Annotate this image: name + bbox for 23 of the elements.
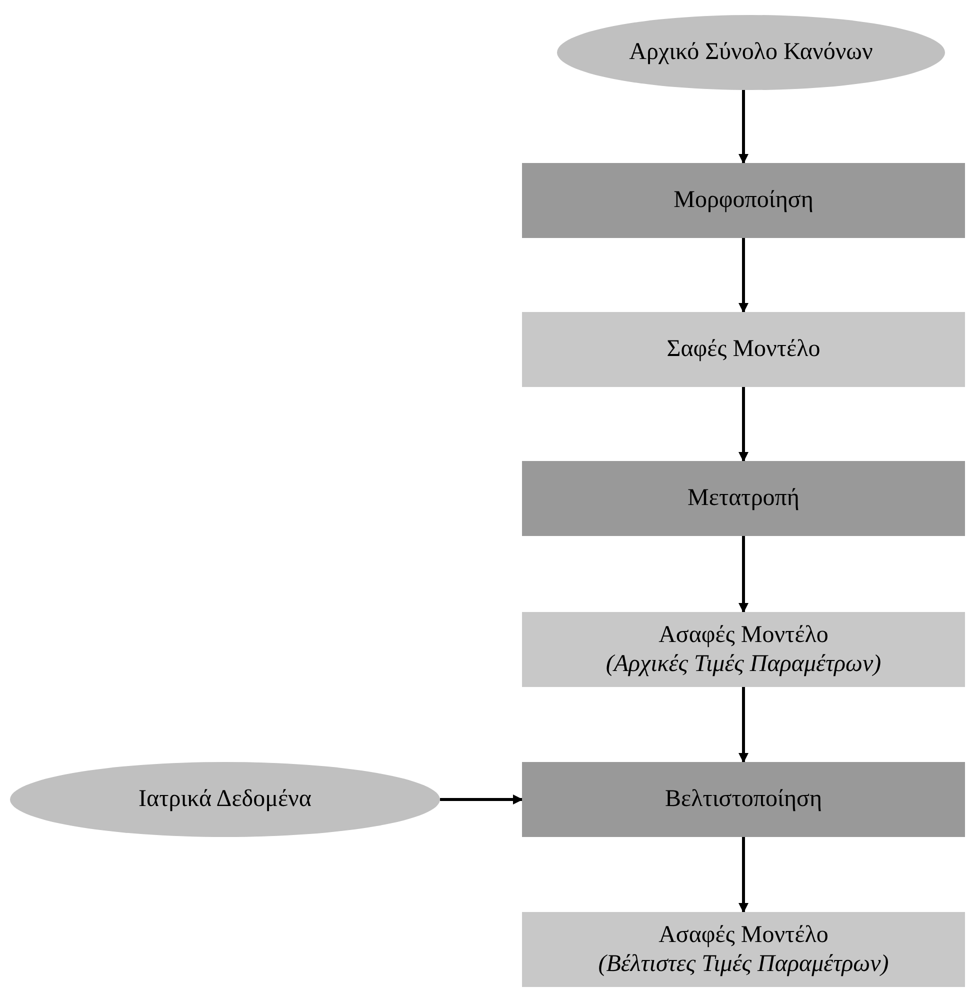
process-box	[522, 163, 965, 238]
arrow	[738, 387, 748, 462]
data-box	[522, 612, 965, 687]
node-label: Σαφές Μοντέλο	[666, 335, 820, 364]
node-label: Ασαφές Μοντέλο	[658, 920, 828, 950]
data-box	[522, 312, 965, 387]
arrow	[440, 794, 523, 804]
node-label: Ιατρικά Δεδομένα	[138, 785, 312, 814]
arrow	[738, 90, 748, 164]
node-label: Αρχικό Σύνολο Κανόνων	[629, 38, 873, 67]
process-box	[522, 762, 965, 837]
arrow	[738, 837, 748, 913]
node-label: Μετατροπή	[688, 484, 800, 513]
node-subtitle: (Βέλτιστες Τιμές Παραμέτρων)	[598, 950, 889, 978]
process-box	[522, 461, 965, 536]
arrow	[738, 536, 748, 613]
node-label: Βελτιστοποίηση	[664, 785, 822, 814]
node-subtitle: (Αρχικές Τιμές Παραμέτρων)	[606, 650, 882, 678]
arrow	[738, 687, 748, 763]
node-label: Ασαφές Μοντέλο	[658, 620, 828, 650]
data-box	[522, 912, 965, 987]
node-label: Μορφοποίηση	[674, 186, 814, 215]
arrow	[738, 238, 748, 313]
